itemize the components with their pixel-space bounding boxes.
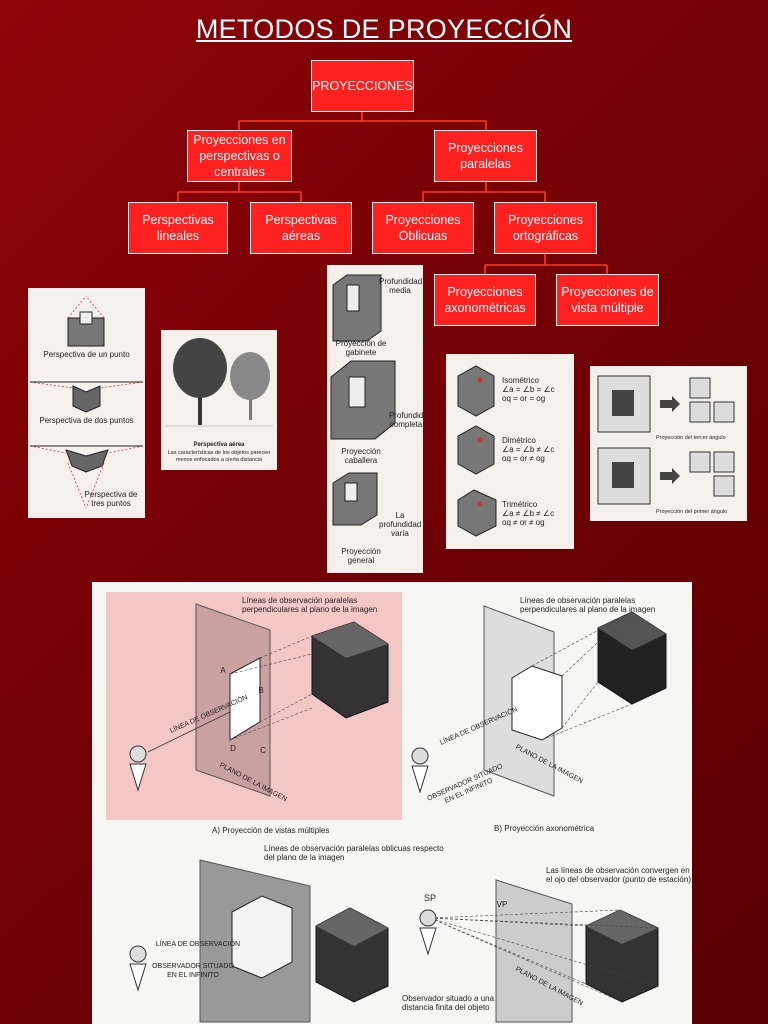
di-eq1: ∠a = ∠b ≠ ∠c [502,445,572,454]
panel-linear-perspective: Perspectiva de un punto Perspectiva de d… [28,288,145,518]
label-one-point: Perspectiva de un punto [38,350,135,359]
label-cavalier: Proyección caballera [331,447,391,465]
node-oblique[interactable]: Proyecciones Oblicuas [372,202,474,254]
node-axono[interactable]: Proyecciones axonométricas [434,274,536,326]
node-linear[interactable]: Perspectivas lineales [128,202,228,254]
aerial-caption-body: Las características de los objetos parec… [165,450,273,464]
caption-d: Observador situado a una distancia finit… [402,994,512,1012]
label-vp: VP [492,900,512,909]
node-parallel[interactable]: Proyecciones paralelas [434,130,537,182]
node-proyecciones[interactable]: PROYECCIONES [311,60,414,112]
trees-illustration [161,330,277,440]
tri-eq2: oq ≠ or ≠ og [502,518,572,527]
label-iso: Isométrico [502,376,572,385]
panel-oblique: Profundidad media Proyección de gabinete… [327,265,423,573]
panel-axonometric: Isométrico ∠a = ∠b = ∠c oq = or = og Dim… [446,354,574,549]
label-depth-half: Profundidad media [379,277,421,295]
node-ortho[interactable]: Proyecciones ortográficas [494,202,597,254]
panel-multiview: Proyección del tercer ángulo Proyección … [590,366,747,521]
label-a-quad-a: A [218,666,228,675]
note-d: Las líneas de observación convergen en e… [546,866,692,884]
iso-eq1: ∠a = ∠b = ∠c [502,385,572,394]
label-di: Dimétrico [502,436,572,445]
label-depth-full: Profundidad completa [389,411,423,429]
note-b: Líneas de observación paralelas perpendi… [520,596,690,614]
label-cabinet: Proyección de gabinete [331,339,391,357]
label-b-quad-a: B [256,686,266,695]
node-central[interactable]: Proyecciones en perspectivas o centrales [187,130,292,182]
label-two-point: Perspectiva de dos puntos [38,416,135,425]
note-c: Líneas de observación paralelas oblicuas… [264,844,444,862]
label-depth-var: La profundidad varía [379,511,421,538]
label-d-quad-a: D [228,744,238,753]
node-aerial[interactable]: Perspectivas aéreas [250,202,352,254]
di-eq2: oq = or ≠ og [502,454,572,463]
label-general: Proyección general [331,547,391,565]
label-c-quad-a: C [258,746,268,755]
multiview-illustration [590,366,747,521]
node-multi[interactable]: Proyecciones de vista múltiple [556,274,659,326]
label-tri: Trimétrico [502,500,572,509]
caption-a: A) Proyección de vistas múltiples [212,826,392,835]
tri-eq1: ∠a ≠ ∠b ≠ ∠c [502,509,572,518]
label-three-point: Perspectiva de tres puntos [78,490,144,508]
sight-line-c: LÍNEA DE OBSERVACIÓN [148,940,248,949]
projection-drawings [92,582,692,1024]
panel-projection-types: Líneas de observación paralelas perpendi… [92,582,692,1024]
perspective-drawings [28,288,145,518]
iso-eq2: oq = or = og [502,394,572,403]
note-a: Líneas de observación paralelas perpendi… [242,596,412,614]
label-sp: SP [418,894,442,903]
label-first-angle: Proyección del primer ángulo [656,508,746,517]
label-third-angle: Proyección del tercer ángulo [656,434,746,443]
aerial-caption-title: Perspectiva aérea [165,442,273,449]
panel-aerial-perspective: Perspectiva aérea Las características de… [161,330,277,470]
observer-infinity-c: OBSERVADOR SITUADO EN EL INFINITO [148,962,238,980]
caption-b: B) Proyección axonométrica [494,824,674,833]
